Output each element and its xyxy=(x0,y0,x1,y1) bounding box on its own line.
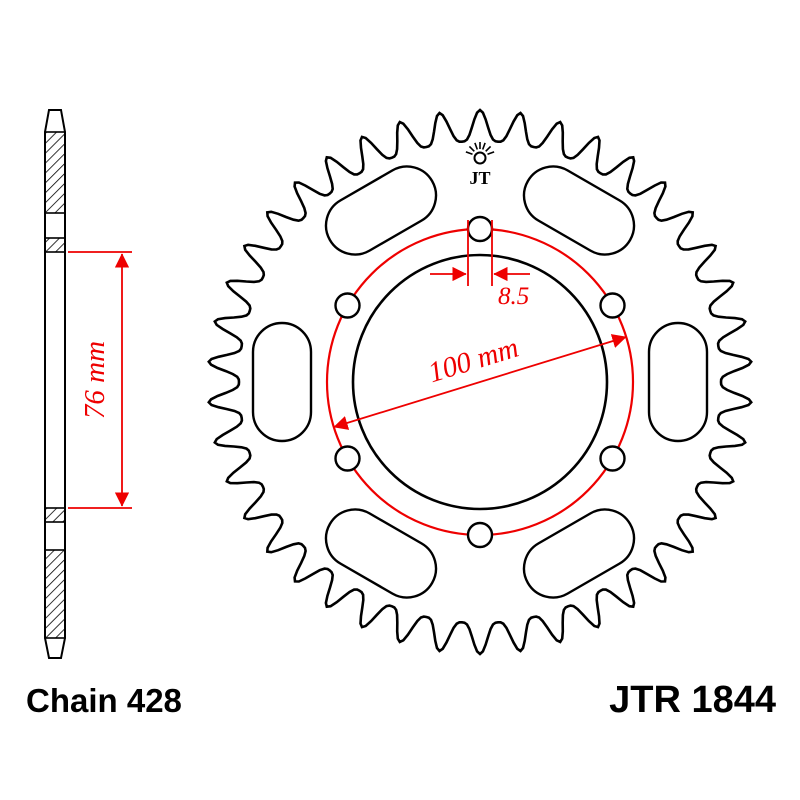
side-hatch-teeth-top xyxy=(44,131,66,214)
bolt-hole xyxy=(334,292,361,319)
dim-label-bolt-hole: 8.5 xyxy=(498,283,529,310)
dim-label-inner-diameter: 76 mm xyxy=(79,341,111,419)
side-hatch-web-top xyxy=(44,237,66,253)
lightening-windows xyxy=(251,165,709,599)
side-hatch-web-bottom xyxy=(44,507,66,523)
bolt-hole xyxy=(599,445,626,472)
jt-logo-sun-icon xyxy=(473,151,487,165)
bolt-hole xyxy=(334,445,361,472)
lightening-window xyxy=(522,508,636,599)
bolt-hole xyxy=(466,521,494,549)
bolt-hole xyxy=(466,215,494,243)
lightening-window xyxy=(522,165,636,256)
part-number-label: JTR 1844 xyxy=(609,679,776,721)
bolt-holes xyxy=(334,215,626,549)
jt-logo: JT xyxy=(465,142,495,188)
lightening-window xyxy=(324,508,438,599)
side-view xyxy=(44,109,66,659)
chain-size-label: Chain 428 xyxy=(26,682,182,719)
jt-logo-text: JT xyxy=(469,168,490,188)
side-hatch-teeth-bottom xyxy=(44,549,66,639)
lightening-window xyxy=(251,321,313,443)
bolt-hole xyxy=(599,292,626,319)
dim-line-bolt-circle xyxy=(333,334,627,430)
lightening-window xyxy=(647,321,709,443)
lightening-window xyxy=(324,165,438,256)
